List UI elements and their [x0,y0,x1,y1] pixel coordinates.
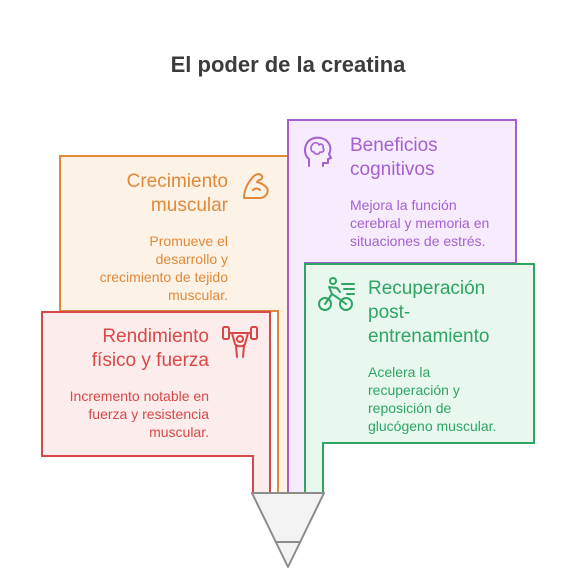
weightlifter-icon [222,326,258,358]
card-recuperacion-heading: Recuperación post- entrenamiento [368,278,490,347]
funnel-icon [251,492,325,568]
card-rendimiento-description: Incremento notable en fuerza y resistenc… [69,388,209,440]
card-crecimiento-description: Promueve el desarrollo y crecimiento de … [99,233,228,303]
card-crecimiento-text: Crecimiento muscular Promueve el desarro… [68,170,228,304]
card-recuperacion-description: Acelera la recuperación y reposición de … [368,364,497,434]
card-crecimiento-heading: Crecimiento muscular [126,171,228,216]
cyclist-icon [318,277,355,311]
card-beneficios-heading: Beneficios cognitivos [350,135,438,180]
card-beneficios-description: Mejora la función cerebral y memoria en … [350,197,490,249]
page-title: El poder de la creatina [170,52,406,77]
flexed-arm-icon [243,173,269,199]
card-rendimiento-text: Rendimiento físico y fuerza Incremento n… [52,325,209,441]
brain-head-icon [304,136,332,167]
card-rendimiento-heading: Rendimiento físico y fuerza [91,326,209,371]
card-beneficios-text: Beneficios cognitivos Mejora la función … [350,134,510,250]
card-recuperacion-text: Recuperación post- entrenamiento Acelera… [368,277,528,435]
